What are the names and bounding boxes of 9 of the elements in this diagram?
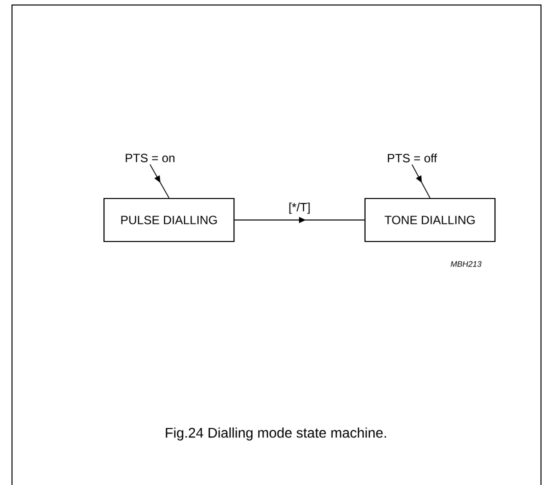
figure-code: MBH213 <box>450 261 482 267</box>
caption: Fig.24 Dialling mode state machine. <box>166 427 386 440</box>
condition-text: PTS = on <box>126 154 174 162</box>
state-box: PULSE DIALLING <box>103 198 235 242</box>
arrow <box>412 164 430 198</box>
condition-text: PTS = off <box>388 154 438 162</box>
edge-label: [*/T] <box>288 202 312 215</box>
state-box: TONE DIALLING <box>364 198 496 242</box>
arrow <box>150 164 170 198</box>
